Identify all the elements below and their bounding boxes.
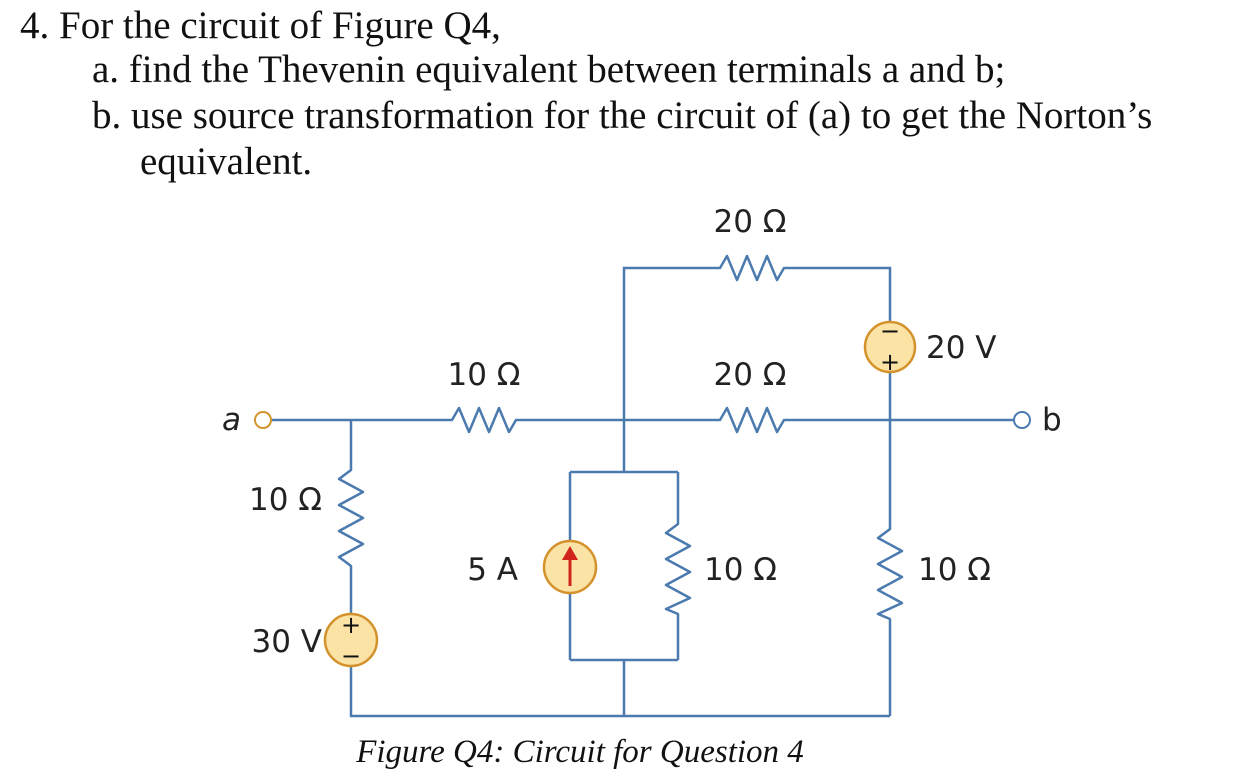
resistor-left-10 <box>337 463 365 573</box>
current-source-5a <box>542 539 598 595</box>
wire-left-bottom <box>349 666 890 718</box>
resistor-parallel-10 <box>664 515 692 620</box>
label-r-series-left: 10 Ω <box>448 357 521 393</box>
terminal-a-node <box>254 411 272 429</box>
label-r-right-vertical: 10 Ω <box>918 552 991 588</box>
resistor-series-10 <box>440 406 528 434</box>
voltage-source-30v: + − <box>323 611 379 670</box>
label-v-source-right: 20 V <box>926 330 997 366</box>
label-r-series-mid: 20 Ω <box>714 357 787 393</box>
resistor-series-20 <box>705 406 795 434</box>
question-part-b-continued: equivalent. <box>140 140 313 183</box>
voltage-source-20v: − + <box>863 317 917 376</box>
arrow-head-icon <box>562 546 578 560</box>
wire-top-right <box>795 266 892 322</box>
question-part-b: b. use source transformation for the cir… <box>92 94 1153 137</box>
label-r-top: 20 Ω <box>714 204 787 240</box>
question-title: 4. For the circuit of Figure Q4, <box>20 4 501 47</box>
wires <box>272 266 1013 718</box>
plus-sign: + <box>880 348 900 376</box>
resistor-right-10 <box>876 520 904 625</box>
wire-center-top <box>622 266 705 420</box>
label-r-left-vertical: 10 Ω <box>249 482 322 518</box>
plus-sign: + <box>341 611 361 639</box>
terminal-b-label: b <box>1042 402 1062 438</box>
terminal-a-label: a <box>222 402 241 438</box>
terminal-b-node <box>1013 411 1031 429</box>
resistor-top-20 <box>705 254 795 282</box>
label-i-source: 5 A <box>467 552 518 588</box>
minus-sign: − <box>880 317 900 345</box>
label-v-source-left: 30 V <box>251 624 322 660</box>
minus-sign: − <box>341 642 361 670</box>
label-r-parallel: 10 Ω <box>704 552 777 588</box>
question-part-a: a. find the Thevenin equivalent between … <box>92 48 1006 91</box>
figure-caption: Figure Q4: Circuit for Question 4 <box>355 734 804 770</box>
